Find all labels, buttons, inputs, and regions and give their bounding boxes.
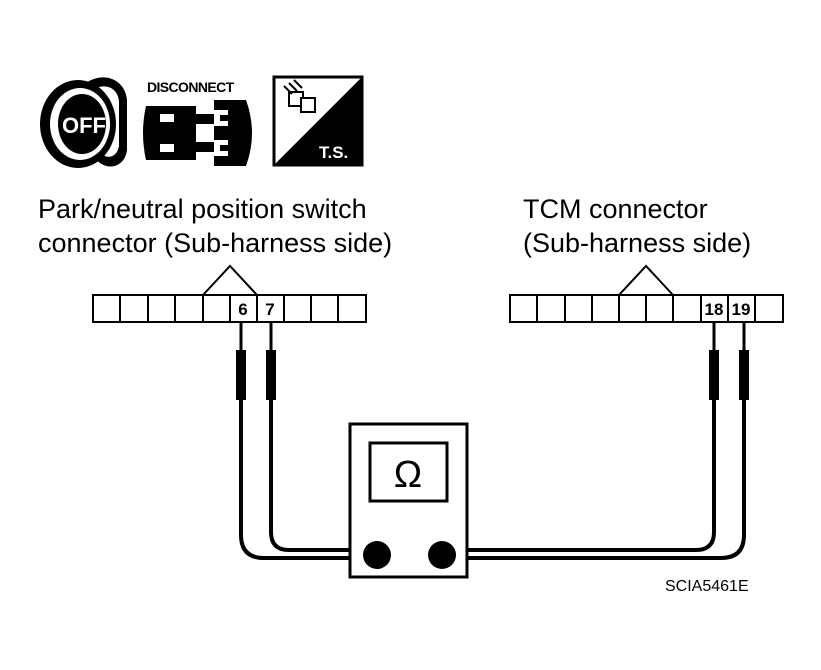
- left-connector-title-line2: connector (Sub-harness side): [38, 228, 392, 258]
- ohmmeter-display: [368, 441, 449, 503]
- left-pin-6-label: 6: [238, 300, 247, 319]
- probe-left-7: [266, 322, 276, 406]
- test-leads: [239, 398, 746, 560]
- left-pin-7-label: 7: [265, 300, 274, 319]
- ignition-key-off-icon: OFF: [40, 77, 127, 168]
- right-pin-19-label: 19: [732, 300, 751, 319]
- probe-right-19: [739, 322, 749, 406]
- probes: [236, 322, 749, 406]
- disconnect-icon: DISCONNECT: [143, 79, 252, 166]
- lead-right-inner: [464, 398, 716, 552]
- ts-label: T.S.: [319, 143, 348, 162]
- right-connector-cavities: [536, 295, 756, 322]
- disconnect-label: DISCONNECT: [147, 79, 235, 95]
- left-connector: 6 7: [92, 264, 367, 323]
- right-connector-title-line1: TCM connector: [523, 194, 708, 224]
- left-connector-cavities: [119, 295, 339, 322]
- ohmmeter: Ω: [348, 422, 469, 579]
- lead-left-inner: [269, 398, 354, 552]
- ignition-label: OFF: [62, 113, 106, 138]
- meter-terminal-left: [363, 541, 391, 569]
- figure-code: SCIA5461E: [665, 578, 749, 595]
- right-connector: 18 19: [509, 264, 784, 323]
- right-pin-18-label: 18: [705, 300, 724, 319]
- ohm-symbol: Ω: [394, 454, 422, 496]
- left-connector-title-line1: Park/neutral position switch: [38, 194, 367, 224]
- probe-right-18: [709, 322, 719, 406]
- mini-connector-icon: [283, 79, 316, 113]
- meter-terminal-right: [428, 541, 456, 569]
- lead-right-outer: [464, 398, 746, 560]
- lead-left-outer: [239, 398, 354, 560]
- ts-icon: T.S.: [272, 75, 364, 167]
- right-connector-title-line2: (Sub-harness side): [523, 228, 751, 258]
- probe-left-6: [236, 322, 246, 406]
